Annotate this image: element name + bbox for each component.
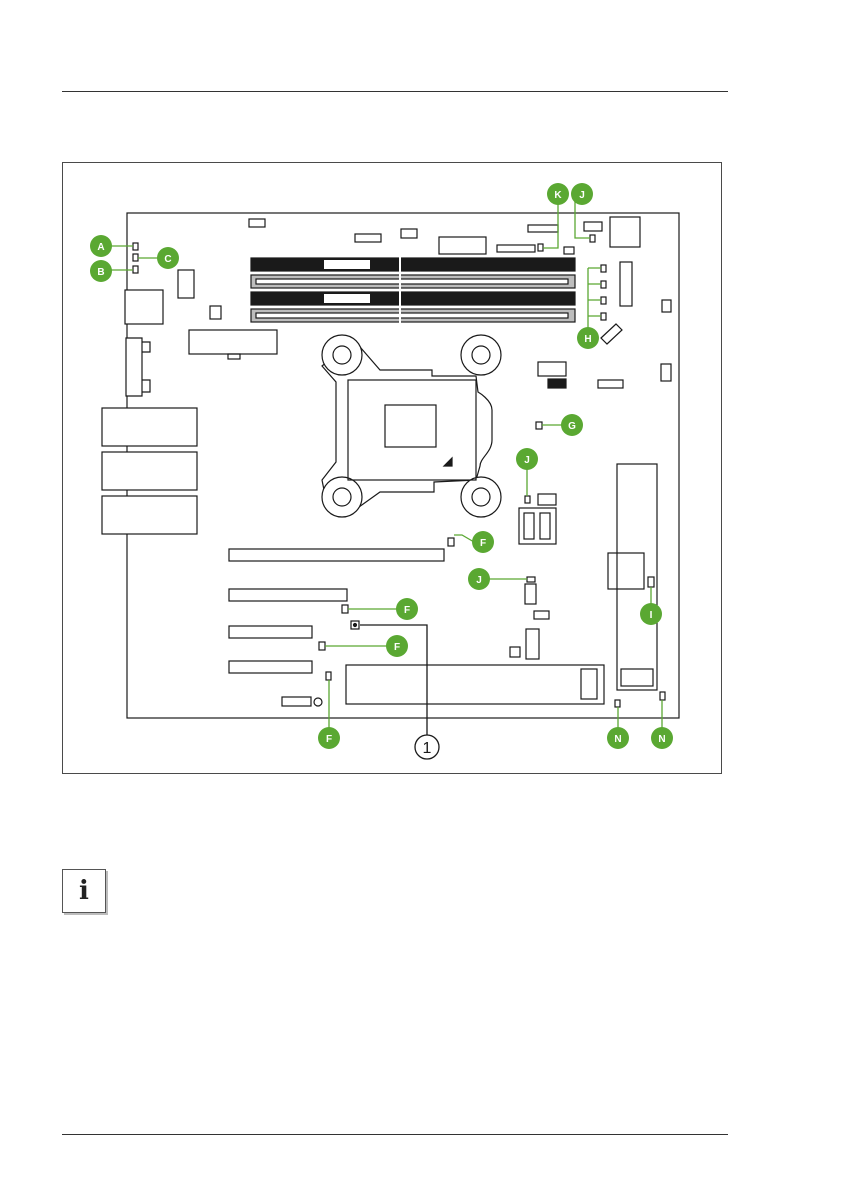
- callout-k: K: [547, 183, 569, 205]
- callout-f-bottom: F: [318, 727, 340, 749]
- svg-text:N: N: [658, 734, 665, 745]
- callout-n-right: N: [651, 727, 673, 749]
- io-audio-stack: [102, 496, 197, 534]
- callout-j-top: J: [571, 183, 593, 205]
- dimm-notch-1: [324, 260, 370, 269]
- numbered-callout-label: 1: [423, 740, 432, 757]
- cpu-mount-hole-1: [322, 335, 362, 375]
- jumper-block: [548, 379, 566, 388]
- svg-text:H: H: [584, 334, 591, 345]
- svg-text:N: N: [614, 734, 621, 745]
- dimm-inner-2: [256, 279, 568, 284]
- cpu-mount-hole-4: [461, 477, 501, 517]
- dimm-slot-1: [251, 258, 575, 271]
- svg-text:B: B: [97, 267, 104, 278]
- callout-n-left: N: [607, 727, 629, 749]
- dimm-notch-3: [324, 294, 370, 303]
- info-glyph: i: [79, 878, 89, 904]
- callout-f-mid1: F: [396, 598, 418, 620]
- callout-a: A: [90, 235, 112, 257]
- dimm-inner-4: [256, 313, 568, 318]
- svg-text:I: I: [650, 610, 653, 621]
- svg-text:A: A: [97, 242, 104, 253]
- svg-text:J: J: [476, 575, 482, 586]
- io-usb-stack-1: [102, 408, 197, 446]
- io-ps2-port: [125, 290, 163, 324]
- callout-c: C: [157, 247, 179, 269]
- callout-f-mid2: F: [386, 635, 408, 657]
- io-usb-stack-2: [102, 452, 197, 490]
- svg-text:K: K: [554, 190, 562, 201]
- marker-numbered-dot: [354, 624, 357, 627]
- svg-text:J: J: [524, 455, 530, 466]
- callout-i: I: [640, 603, 662, 625]
- svg-text:G: G: [568, 421, 576, 432]
- callout-h: H: [577, 327, 599, 349]
- svg-text:F: F: [326, 734, 332, 745]
- svg-text:F: F: [404, 605, 410, 616]
- svg-text:J: J: [579, 190, 585, 201]
- callout-b: B: [90, 260, 112, 282]
- svg-text:C: C: [164, 254, 171, 265]
- callout-j-lower: J: [468, 568, 490, 590]
- cpu-mount-hole-2: [461, 335, 501, 375]
- footer-rule: [62, 1134, 728, 1135]
- callout-f-upper: F: [472, 531, 494, 553]
- cpu-mount-hole-3: [322, 477, 362, 517]
- dimm-slot-3: [251, 292, 575, 305]
- callout-j-mid: J: [516, 448, 538, 470]
- svg-text:F: F: [480, 538, 486, 549]
- svg-text:F: F: [394, 642, 400, 653]
- callout-g: G: [561, 414, 583, 436]
- info-icon: i: [62, 869, 106, 913]
